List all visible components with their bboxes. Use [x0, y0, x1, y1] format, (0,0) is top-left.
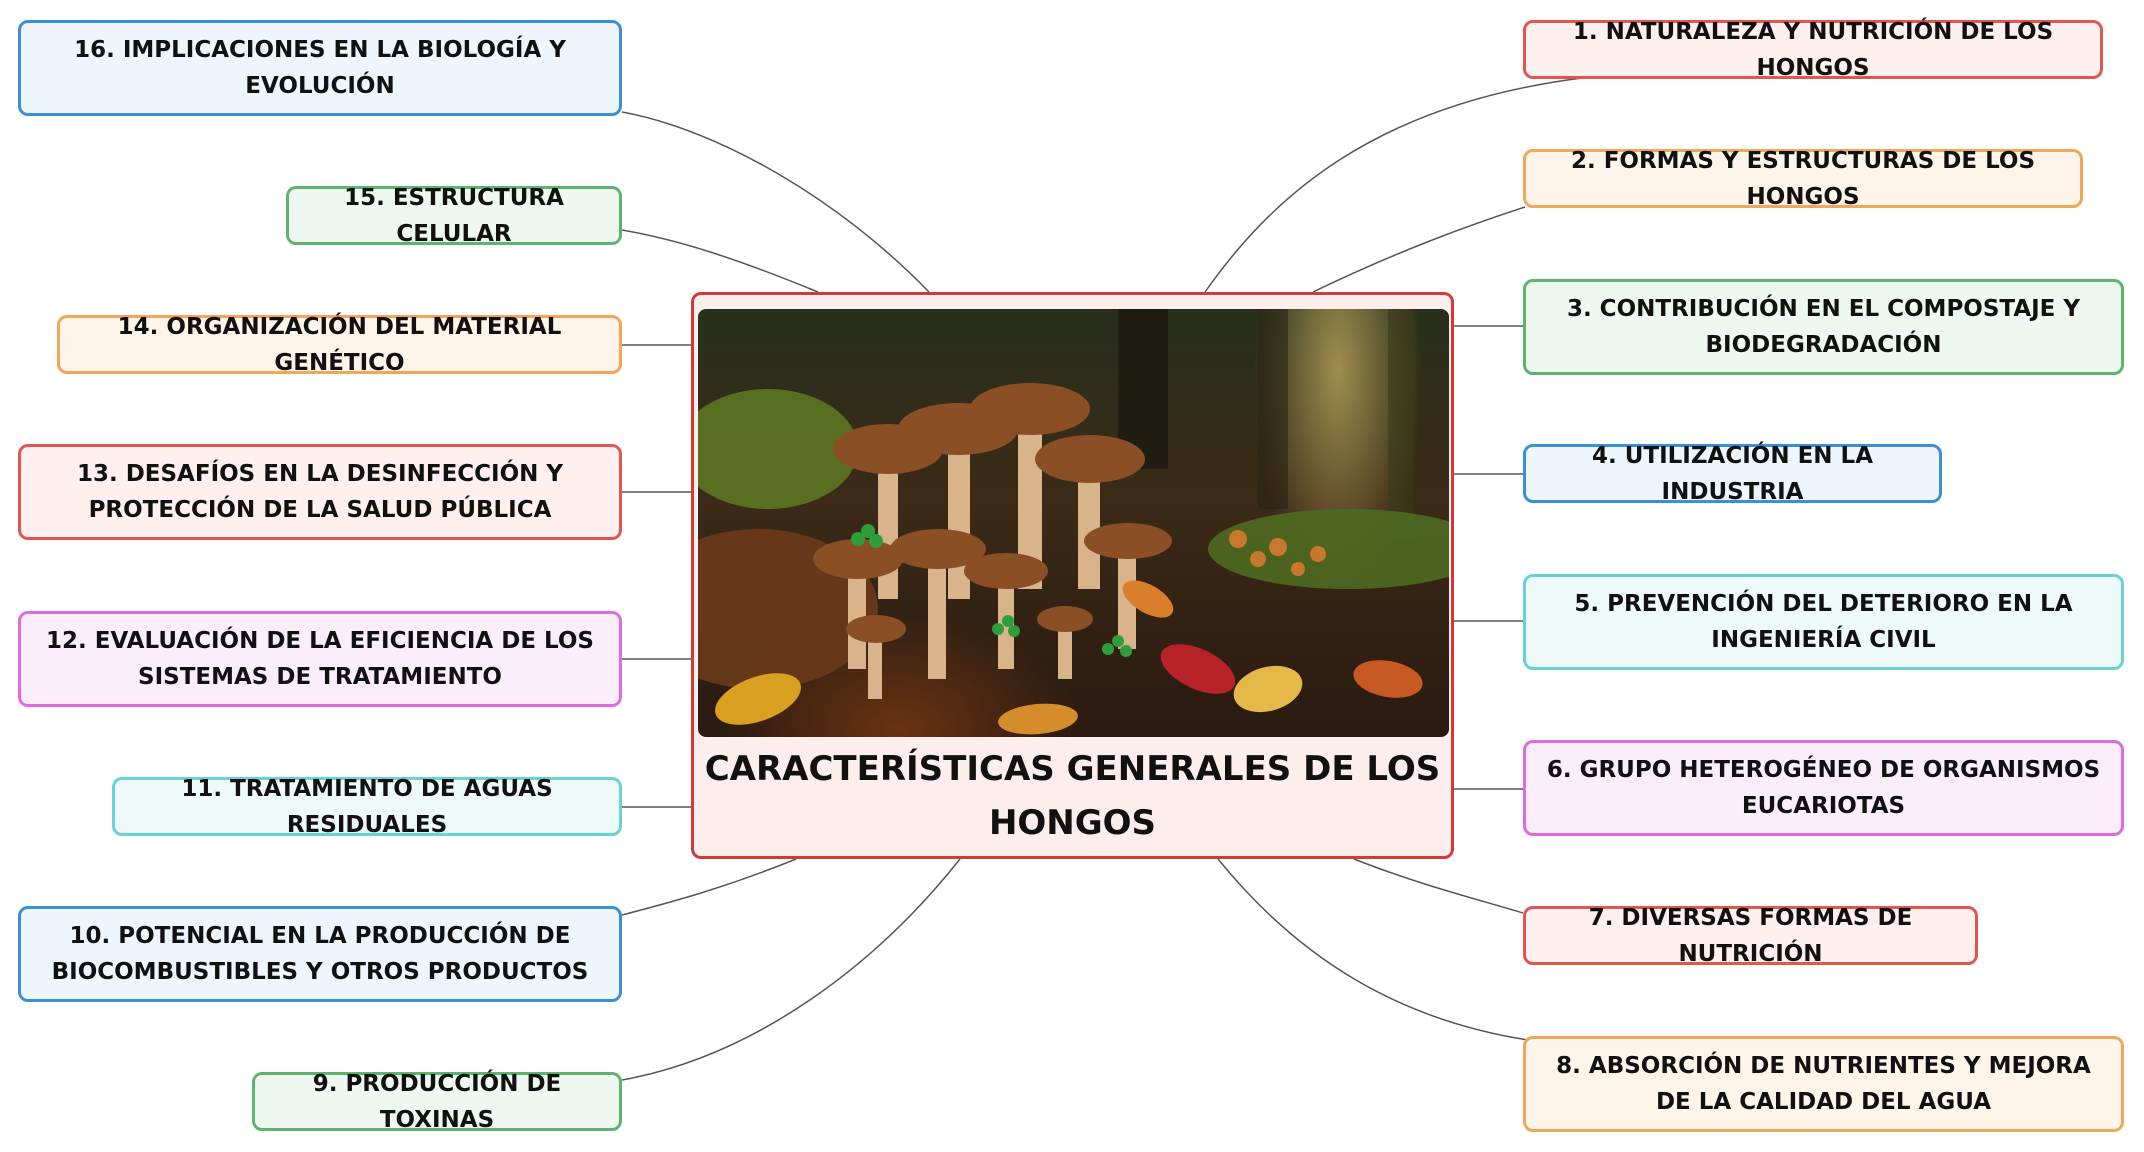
central-topic-title: CARACTERÍSTICAS GENERALES DE LOS HONGOS [704, 749, 1441, 843]
topic-3[interactable]: 3. CONTRIBUCIÓN EN EL COMPOSTAJE Y BIODE… [1523, 279, 2124, 375]
topic-2[interactable]: 2. FORMAS Y ESTRUCTURAS DE LOS HONGOS [1523, 148, 2083, 210]
topic-label: 8. ABSORCIÓN DE NUTRIENTES Y MEJORA DE L… [1556, 1053, 2091, 1115]
topic-label: 15. ESTRUCTURA CELULAR [344, 184, 564, 247]
topic-label: 9. PRODUCCIÓN DE TOXINAS [312, 1070, 562, 1133]
topic-10[interactable]: 10. POTENCIAL EN LA PRODUCCIÓN DE BIOCOM… [18, 906, 622, 1002]
topic-label: 4. UTILIZACIÓN EN LA INDUSTRIA [1591, 442, 1874, 505]
topic-1[interactable]: 1. NATURALEZA Y NUTRICIÓN DE LOS HONGOS [1523, 19, 2103, 81]
topic-4[interactable]: 4. UTILIZACIÓN EN LA INDUSTRIA [1523, 443, 1942, 505]
topic-label: 7. DIVERSAS FORMAS DE NUTRICIÓN [1588, 904, 1913, 967]
topic-5[interactable]: 5. PREVENCIÓN DEL DETERIORO EN LA INGENI… [1523, 574, 2124, 670]
link-t16 [621, 111, 930, 293]
topic-11[interactable]: 11. TRATAMIENTO DE AGUAS RESIDUALES [112, 776, 622, 838]
topic-7[interactable]: 7. DIVERSAS FORMAS DE NUTRICIÓN [1523, 905, 1978, 967]
topic-label: 11. TRATAMIENTO DE AGUAS RESIDUALES [181, 775, 553, 838]
topic-label: 14. ORGANIZACIÓN DEL MATERIAL GENÉTICO [117, 313, 562, 376]
topic-label: 2. FORMAS Y ESTRUCTURAS DE LOS HONGOS [1570, 147, 2036, 210]
topic-label: 16. IMPLICACIONES EN LA BIOLOGÍA Y EVOLU… [74, 37, 566, 99]
topic-label: 1. NATURALEZA Y NUTRICIÓN DE LOS HONGOS [1572, 18, 2054, 81]
topic-label: 12. EVALUACIÓN DE LA EFICIENCIA DE LOS S… [45, 628, 594, 690]
topic-16[interactable]: 16. IMPLICACIONES EN LA BIOLOGÍA Y EVOLU… [18, 20, 622, 116]
topic-label: 10. POTENCIAL EN LA PRODUCCIÓN DE BIOCOM… [51, 923, 589, 985]
link-t10 [621, 858, 797, 916]
topic-label: 13. DESAFÍOS EN LA DESINFECCIÓN Y PROTEC… [76, 461, 564, 523]
topic-6[interactable]: 6. GRUPO HETEROGÉNEO DE ORGANISMOS EUCAR… [1523, 740, 2124, 836]
link-t7 [1353, 858, 1524, 914]
link-t2 [1312, 206, 1526, 293]
mushroom-illustration [698, 309, 1449, 735]
topic-8[interactable]: 8. ABSORCIÓN DE NUTRIENTES Y MEJORA DE L… [1523, 1036, 2124, 1132]
link-t15 [621, 229, 819, 293]
topic-15[interactable]: 15. ESTRUCTURA CELULAR [286, 185, 622, 247]
link-t8 [1217, 858, 1529, 1041]
topic-12[interactable]: 12. EVALUACIÓN DE LA EFICIENCIA DE LOS S… [18, 611, 622, 707]
topic-label: 3. CONTRIBUCIÓN EN EL COMPOSTAJE Y BIODE… [1566, 296, 2081, 358]
link-t9 [621, 858, 961, 1081]
mushroom-forest-image [698, 309, 1449, 737]
topic-label: 6. GRUPO HETEROGÉNEO DE ORGANISMOS EUCAR… [1546, 757, 2101, 819]
topic-9[interactable]: 9. PRODUCCIÓN DE TOXINAS [252, 1071, 622, 1133]
topic-14[interactable]: 14. ORGANIZACIÓN DEL MATERIAL GENÉTICO [57, 314, 622, 376]
topic-label: 5. PREVENCIÓN DEL DETERIORO EN LA INGENI… [1574, 591, 2073, 653]
topic-13[interactable]: 13. DESAFÍOS EN LA DESINFECCIÓN Y PROTEC… [18, 444, 622, 540]
central-topic[interactable]: CARACTERÍSTICAS GENERALES DE LOS HONGOS [691, 292, 1454, 859]
